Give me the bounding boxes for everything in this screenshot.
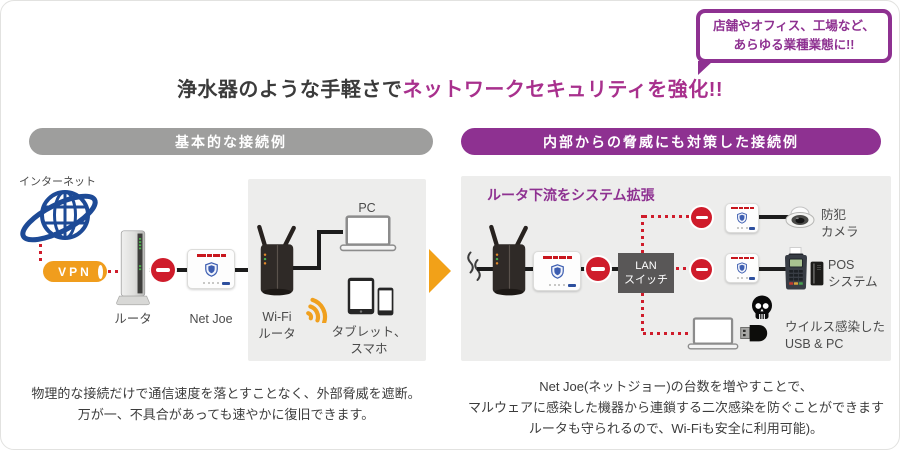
wifi-router-label: Wi-Fi ルータ [249, 309, 305, 343]
right-caption-line3: ルータも守られるので、Wi-Fiも安全に利用可能)。 [528, 420, 824, 436]
page-title-plain: 浄水器のような手軽さで [176, 79, 403, 101]
callout-badge-inner: 店舗やオフィス、工場など、 あらゆる業種業態に!! [700, 13, 888, 59]
usb-stick-icon [740, 322, 774, 344]
virus-label-line1: ウイルス感染した [785, 320, 886, 334]
wifi-waves-icon [301, 287, 337, 323]
pos-label-line1: POS [828, 258, 855, 272]
dotted-wire-to-pos-branch [676, 267, 690, 270]
pc-laptop-icon [339, 215, 397, 254]
shield-icon [737, 259, 747, 276]
devices-label: タブレット、 スマホ [331, 324, 407, 358]
no-entry-icon [691, 259, 712, 280]
lan-switch-line2: スイッチ [624, 274, 668, 286]
netjoe-chip [222, 281, 230, 285]
wifi-router-icon [255, 223, 299, 298]
wire-to-pos [757, 267, 787, 271]
security-camera-icon [785, 205, 815, 229]
wifi-router-label-line1: Wi-Fi [262, 310, 292, 324]
phone-icon [377, 287, 394, 316]
netjoe-label: Net Joe [189, 312, 233, 326]
lan-switch: LAN スイッチ [618, 253, 674, 293]
callout-badge-line2: あらゆる業種業態に!! [733, 38, 855, 52]
devices-label-line1: タブレット、 [331, 325, 407, 339]
dotted-wire-to-camera-branch [644, 215, 690, 218]
shield-icon [737, 209, 747, 226]
shield-icon [551, 259, 564, 283]
camera-label: 防犯 カメラ [821, 207, 871, 241]
netjoe-chip [749, 277, 755, 280]
camera-label-line1: 防犯 [821, 208, 847, 222]
netjoe-ports [192, 281, 230, 285]
internet-globe-icon [15, 187, 103, 249]
netjoe-ports [729, 276, 755, 280]
pc-label: PC [358, 201, 376, 215]
pos-label: POS システム [828, 257, 884, 291]
wire-wifirouter-right [293, 266, 321, 270]
netjoe-chip [568, 283, 576, 287]
dotted-wire-up [641, 215, 644, 253]
camera-label-line2: カメラ [821, 224, 859, 239]
netjoe-logo [196, 254, 226, 257]
pos-terminal-icon [783, 247, 809, 291]
netjoe-logo [730, 257, 754, 259]
router-label: ルータ [114, 312, 152, 326]
netjoe-device [187, 249, 235, 289]
netjoe-logo [730, 207, 754, 209]
right-caption: Net Joe(ネットジョー)の台数を増やすことで、 マルウェアに感染した機器か… [453, 377, 899, 439]
page-title: 浄水器のような手軽さでネットワークセキュリティを強化!! [1, 73, 899, 102]
section-header-internal: 内部からの脅威にも対策した接続例 [461, 128, 881, 155]
right-caption-line2: マルウェアに感染した機器から連鎖する二次感染を防ぐことができます [467, 399, 884, 415]
netjoe-device [725, 253, 759, 283]
credit-card-icon [810, 261, 824, 286]
flow-arrow-icon [429, 249, 451, 293]
lan-switch-line1: LAN [635, 259, 657, 272]
section-header-basic: 基本的な接続例 [29, 128, 433, 155]
wire-to-camera [757, 215, 789, 219]
page-title-highlight: ネットワークセキュリティを強化!! [402, 79, 724, 101]
wifi-router-icon [487, 223, 531, 298]
dotted-wire-down [641, 293, 644, 335]
right-caption-line1: Net Joe(ネットジョー)の台数を増やすことで、 [539, 379, 813, 394]
no-entry-icon [691, 207, 712, 228]
netjoe-device [725, 203, 759, 233]
no-entry-icon [151, 258, 175, 282]
netjoe-device [533, 251, 581, 291]
netjoe-logo [542, 256, 572, 259]
callout-badge-line1: 店舗やオフィス、工場など、 [713, 19, 875, 34]
left-caption-line1: 物理的な接続だけで通信速度を落とすことなく、外部脅威を遮断。 [31, 386, 421, 401]
netjoe-ports [538, 283, 576, 287]
internet-label: インターネット [19, 176, 96, 188]
netjoe-chip [749, 227, 755, 230]
virus-label: ウイルス感染した USB & PC [785, 319, 895, 353]
pos-label-line2: システム [828, 274, 878, 289]
vpn-label: VPN [58, 264, 92, 279]
shield-icon [205, 257, 218, 281]
vpn-dotted-line-vertical [39, 244, 42, 262]
right-panel-subtitle: ルータ下流をシステム拡張 [487, 187, 655, 203]
callout-badge: 店舗やオフィス、工場など、 あらゆる業種業態に!! [696, 9, 892, 75]
left-caption: 物理的な接続だけで通信速度を落とすことなく、外部脅威を遮断。 万が一、不具合があ… [6, 384, 446, 426]
infected-laptop-icon [687, 317, 739, 352]
netjoe-ports [729, 226, 755, 230]
dotted-wire-to-infected-pc [643, 332, 689, 335]
wire-to-pc [317, 230, 343, 234]
router-tower-icon [113, 229, 153, 307]
skull-icon [749, 295, 775, 322]
no-entry-icon [586, 257, 610, 281]
vpn-capsule: VPN [43, 261, 107, 282]
left-caption-line2: 万が一、不具合があっても速やかに復旧できます。 [77, 406, 375, 422]
vpn-dotted-line-horizontal [108, 270, 118, 273]
wifi-router-label-line2: ルータ [258, 326, 296, 341]
virus-label-line2: USB & PC [785, 336, 844, 351]
devices-label-line2: スマホ [350, 341, 388, 356]
tablet-icon [347, 277, 375, 315]
wire-up-to-pc [317, 230, 321, 270]
